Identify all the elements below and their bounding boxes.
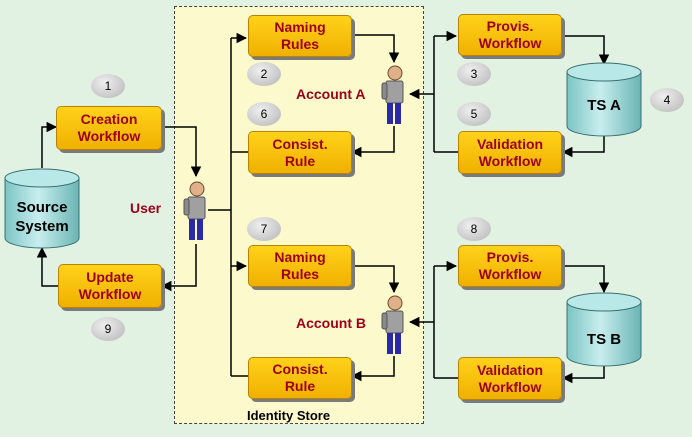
arrow-naming-a-to-account-a	[352, 34, 400, 64]
step-badge-8: 8	[457, 217, 491, 241]
arrow-ts-b-to-validation-b	[561, 362, 605, 384]
step-badge-7: 7	[247, 217, 281, 241]
arrow-account-b-to-consist-b	[350, 356, 395, 382]
step-badge-1: 1	[91, 74, 125, 98]
provis-workflow-b-line2: Workflow	[478, 266, 542, 282]
ts-b-cylinder: TS B	[566, 292, 642, 368]
consist-rule-b-line2: Rule	[284, 378, 316, 394]
arrow-naming-b-to-account-b	[352, 265, 400, 294]
validation-workflow-b-line1: Validation	[476, 361, 544, 378]
ts-b-label: TS B	[586, 331, 622, 348]
user-person-icon	[183, 180, 209, 242]
account-b-label: Account B	[296, 315, 366, 331]
consist-rule-b-box[interactable]: Consist.Rule	[248, 357, 352, 399]
step-badge-4: 4	[650, 88, 684, 112]
database-icon	[566, 62, 642, 137]
ts-a-label: TS A	[587, 97, 621, 114]
source-system-cylinder: Source System	[4, 168, 80, 250]
account-a-label: Account A	[296, 86, 366, 102]
step-badge-6: 6	[247, 102, 281, 126]
arrow-provis-a-to-ts-a	[562, 35, 610, 66]
validation-workflow-a-line1: Validation	[476, 135, 544, 152]
identity-store-label: Identity Store	[247, 408, 331, 423]
arrow-user-to-update	[160, 244, 197, 292]
naming-rules-a-line1: Naming	[274, 19, 326, 35]
provis-workflow-b-line1: Provis.	[486, 249, 534, 265]
database-icon	[4, 168, 80, 249]
arrow-source-to-creation	[41, 121, 58, 168]
provis-workflow-b-box[interactable]: Provis.Workflow	[458, 245, 562, 287]
arrow-ts-a-to-validation-a	[561, 132, 605, 158]
database-icon	[566, 292, 642, 367]
arrow-creation-to-user	[161, 126, 202, 178]
update-workflow-line1: Update	[86, 269, 134, 285]
naming-rules-a-line2: Rules	[280, 36, 320, 52]
arrow-account-a-to-consist-a	[350, 126, 395, 158]
source-system-label-line2: System	[15, 218, 69, 235]
provis-workflow-a-line2: Workflow	[478, 35, 542, 51]
user-bus-line	[208, 38, 232, 376]
step-badge-2: 2	[247, 62, 281, 86]
consist-rule-a-line1: Consist.	[272, 135, 328, 152]
step-badge-9: 9	[91, 317, 125, 341]
validation-workflow-b-line2: Workflow	[478, 378, 542, 395]
naming-rules-b-line1: Naming	[274, 249, 326, 265]
step-badge-5: 5	[457, 102, 491, 126]
validation-workflow-a-line2: Workflow	[478, 152, 542, 169]
account-a-person-icon	[381, 64, 407, 126]
identity-store-region	[174, 6, 424, 424]
consist-rule-a-line2: Rule	[284, 152, 316, 169]
update-workflow-line2: Workflow	[78, 286, 142, 302]
account-b-person-icon	[381, 294, 407, 356]
consist-rule-b-line1: Consist.	[272, 361, 328, 377]
provis-workflow-a-line1: Provis.	[486, 18, 534, 34]
naming-rules-b-line2: Rules	[280, 266, 320, 282]
arrow-update-to-source	[36, 246, 58, 287]
consist-rule-a-box[interactable]: Consist.Rule	[248, 131, 352, 174]
user-label: User	[130, 200, 162, 216]
step-badge-3: 3	[457, 62, 491, 86]
creation-workflow-line2: Workflow	[77, 128, 141, 144]
provis-workflow-a-box[interactable]: Provis.Workflow	[458, 14, 562, 56]
source-system-label-line1: Source	[16, 199, 68, 216]
creation-workflow-line1: Creation	[80, 111, 138, 127]
arrow-provis-b-to-ts-b	[562, 265, 610, 294]
ts-a-cylinder: TS A	[566, 62, 642, 138]
